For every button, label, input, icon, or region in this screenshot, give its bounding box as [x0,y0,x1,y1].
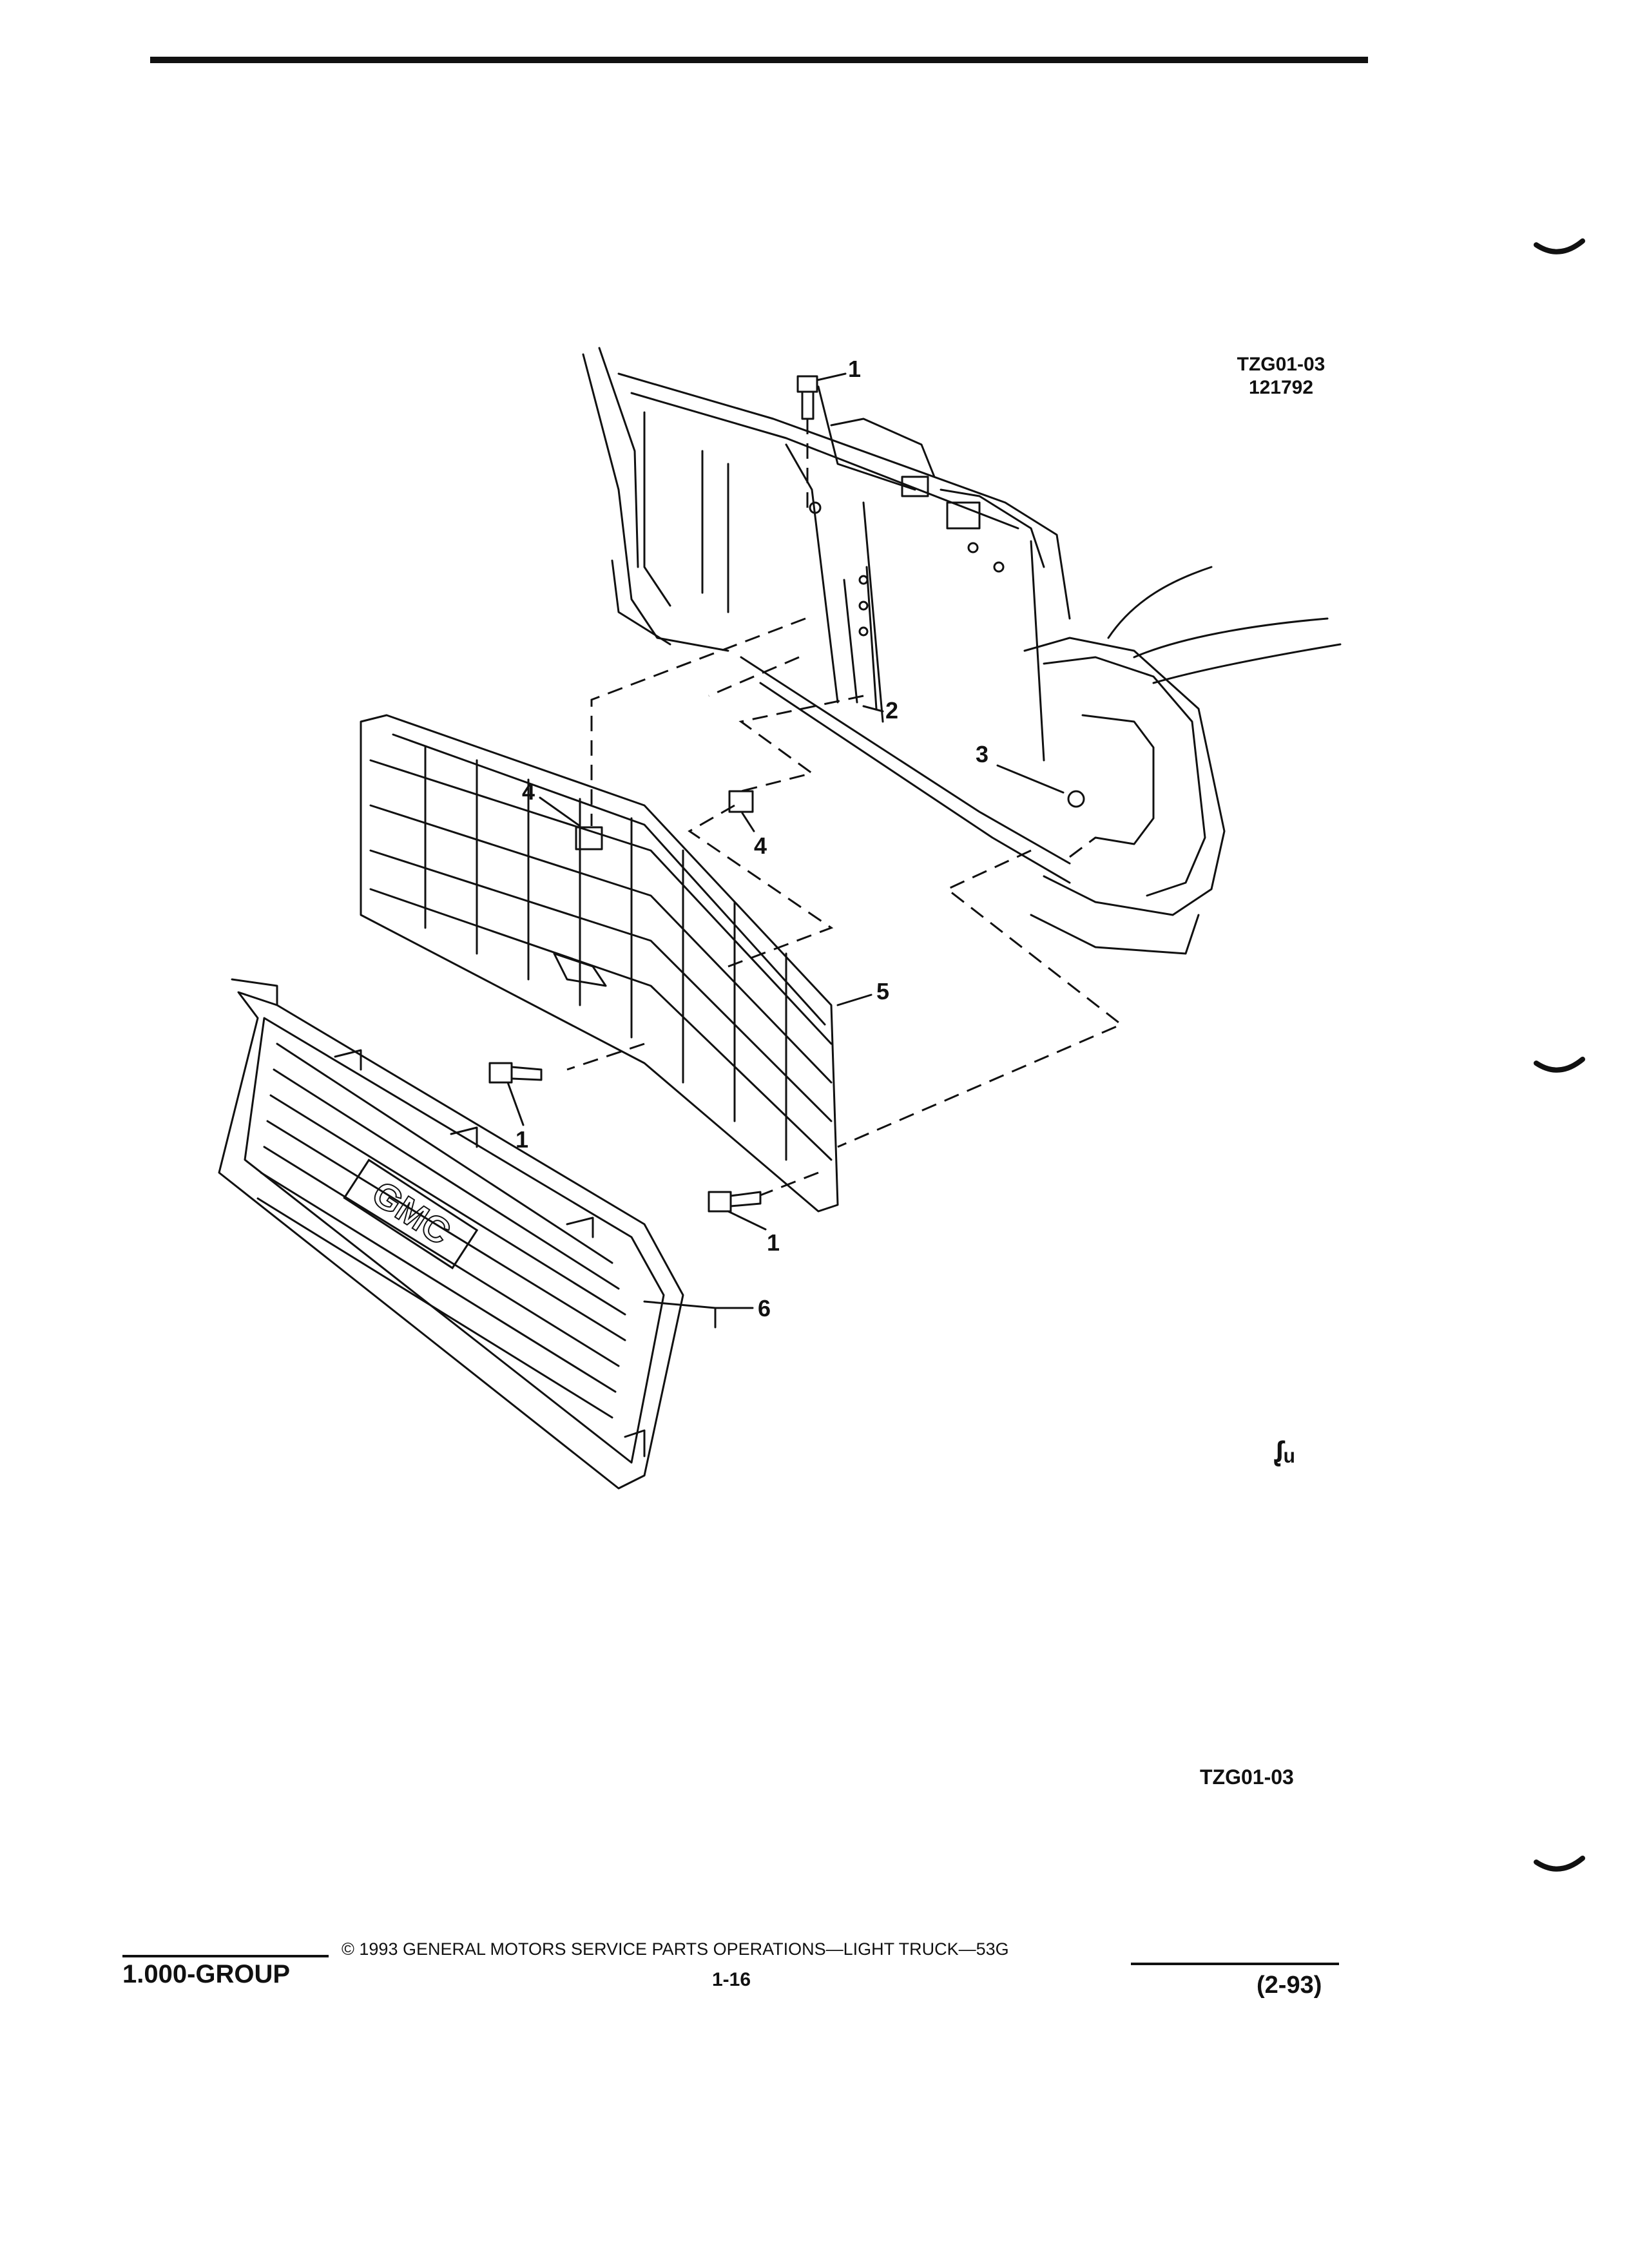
binder-tab-mark [1534,1057,1585,1073]
headlamp-bezel [1023,566,1342,955]
grille-insert [360,714,839,1213]
drawing-date: 121792 [1248,377,1314,398]
top-rule [150,57,1368,63]
callout-4-left: 4 [522,778,535,805]
callout-1-right: 1 [767,1229,780,1256]
radiator-support [582,347,1071,884]
fasteners [488,375,818,1213]
grille-logo-badge: GMC [343,1158,479,1270]
footer-group-label: 1.000-GROUP [122,1960,291,1988]
grille-shell [218,978,717,1490]
callout-1-top: 1 [848,356,862,382]
callout-6: 6 [758,1295,771,1321]
footer-rule-right [1131,1963,1339,1965]
callout-5: 5 [876,978,890,1004]
footer-rule-left [122,1955,329,1957]
drawing-code: TZG01-03 [1237,354,1325,375]
drawing-reference: TZG01-03 121792 [1236,353,1326,399]
leader-lines [506,372,1065,1309]
callout-3: 3 [976,741,989,767]
callout-4-mid: 4 [754,832,767,859]
binder-tab-mark [1534,1856,1585,1872]
bottom-drawing-code: TZG01-03 [1200,1765,1294,1789]
callout-2: 2 [885,697,899,724]
registration-mark: ᶘᵤ [1275,1436,1295,1467]
callout-1-left: 1 [516,1126,529,1153]
footer-date: (2-93) [1257,1972,1322,1999]
assembly-dash-lines [566,419,1123,1196]
binder-tab-mark [1534,238,1585,255]
footer-copyright: © 1993 GENERAL MOTORS SERVICE PARTS OPER… [342,1939,1009,1959]
footer-page-number: 1-16 [712,1969,751,1990]
